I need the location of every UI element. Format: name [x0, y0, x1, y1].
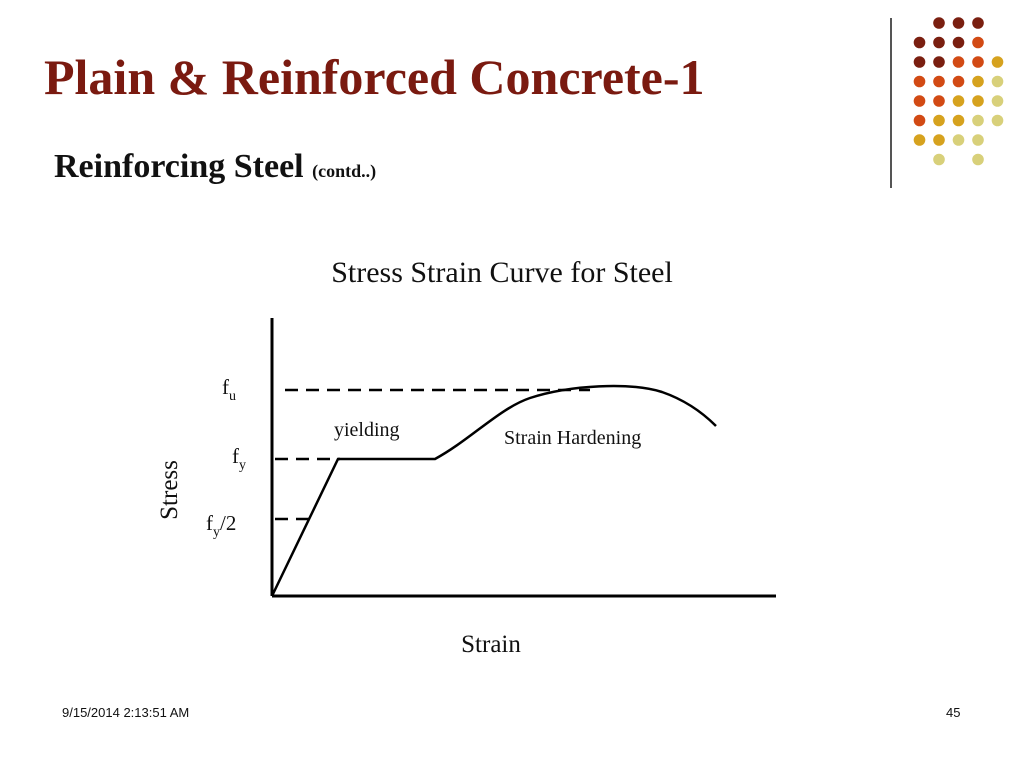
decorative-dot: [972, 17, 984, 29]
decorative-dot: [933, 36, 945, 49]
x-axis-label: Strain: [461, 631, 521, 658]
decorative-dot: [952, 114, 965, 127]
footer-datetime: 9/15/2014 2:13:51 AM: [62, 705, 190, 720]
decorative-dot: [972, 95, 984, 107]
decorative-dot: [933, 95, 945, 107]
decorative-dot: [952, 95, 965, 107]
decorative-dot: [991, 95, 1004, 107]
strain-hardening-label: Strain Hardening: [504, 427, 641, 449]
footer-page-number: 45: [946, 705, 961, 720]
decorative-dot: [991, 56, 1004, 68]
decorative-dot: [952, 17, 965, 29]
decorative-dot: [933, 114, 945, 127]
decorative-dot: [972, 134, 984, 146]
decorative-dot: [933, 17, 945, 29]
decorative-dot: [972, 75, 984, 88]
decorative-dot: [952, 56, 965, 68]
stress-strain-curve: [270, 384, 717, 597]
yielding-label: yielding: [334, 419, 400, 441]
header-divider: [890, 18, 892, 188]
decorative-dot: [913, 56, 926, 68]
decorative-dot: [913, 75, 926, 88]
decorative-dot: [991, 75, 1004, 88]
decorative-dot: [933, 153, 945, 166]
decorative-dot: [933, 56, 945, 68]
decorative-dot: [952, 36, 965, 49]
decorative-dot: [972, 153, 984, 166]
stress-strain-diagram: Stress Strain Curve for Steel fu fy fy/2…: [156, 256, 776, 658]
decorative-dot: [933, 75, 945, 88]
label-fu: fu: [222, 375, 236, 404]
diagram-title: Stress Strain Curve for Steel: [331, 256, 673, 289]
label-fy-half: fy/2: [206, 511, 236, 540]
decorative-dot: [933, 134, 945, 146]
decorative-dot: [952, 134, 965, 146]
subtitle-text: Reinforcing Steel: [54, 148, 304, 185]
slide-title: Plain & Reinforced Concrete-1: [44, 49, 705, 105]
subtitle-contd: (contd..): [312, 161, 377, 181]
decorative-dot: [972, 114, 984, 127]
y-axis-label: Stress: [156, 460, 183, 520]
slide-subtitle: Reinforcing Steel (contd..): [54, 148, 376, 186]
decorative-dot: [913, 134, 926, 146]
decorative-dot: [972, 36, 984, 49]
decorative-dot: [913, 95, 926, 107]
decorative-dot: [952, 75, 965, 88]
decorative-dot: [913, 36, 926, 49]
label-fy: fy: [232, 444, 246, 473]
decorative-dot-grid: [913, 17, 1004, 166]
decorative-dot: [972, 56, 984, 68]
decorative-dot: [913, 114, 926, 127]
decorative-dot: [991, 114, 1004, 127]
